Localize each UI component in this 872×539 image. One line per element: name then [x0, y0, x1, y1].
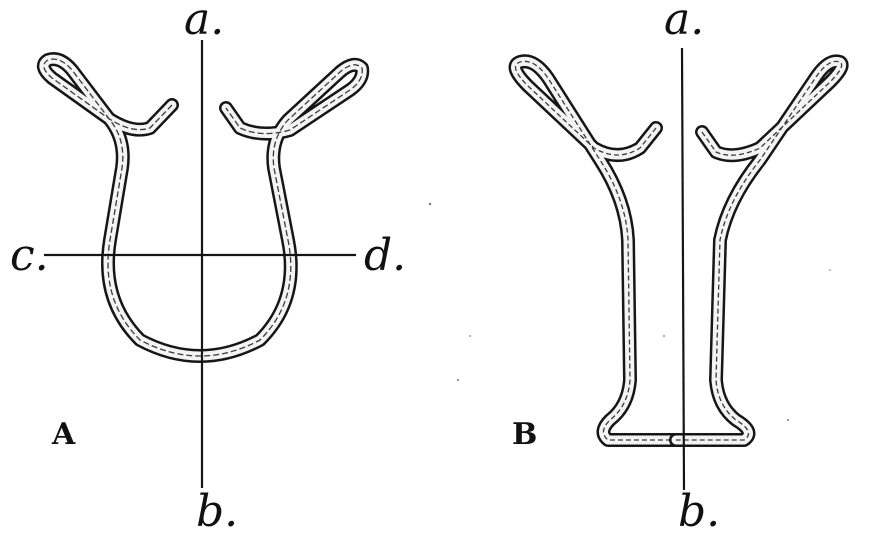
print-specks [428, 202, 831, 421]
figure-b-right-wall [669, 54, 849, 447]
figure-b-vertical-axis-line [680, 47, 686, 491]
figure-b-axis-bottom-label: b. [678, 486, 720, 537]
figure-b-label: B [512, 417, 537, 452]
figure-b-axis-top-label: a. [664, 0, 704, 45]
figure-a-label: A [51, 417, 76, 452]
figure-a-axis-bottom-label: b. [196, 486, 238, 537]
figure-a: a. b. c. d. A [10, 0, 406, 537]
figure-b-left-wall [508, 54, 683, 447]
figure-a-axis-top-label: a. [184, 0, 224, 45]
figure-b: a. b. B [508, 0, 849, 537]
figure-a-body-wall [36, 52, 370, 363]
figure-a-axis-right-label: d. [364, 230, 406, 281]
figure-a-axis-left-label: c. [10, 230, 49, 281]
